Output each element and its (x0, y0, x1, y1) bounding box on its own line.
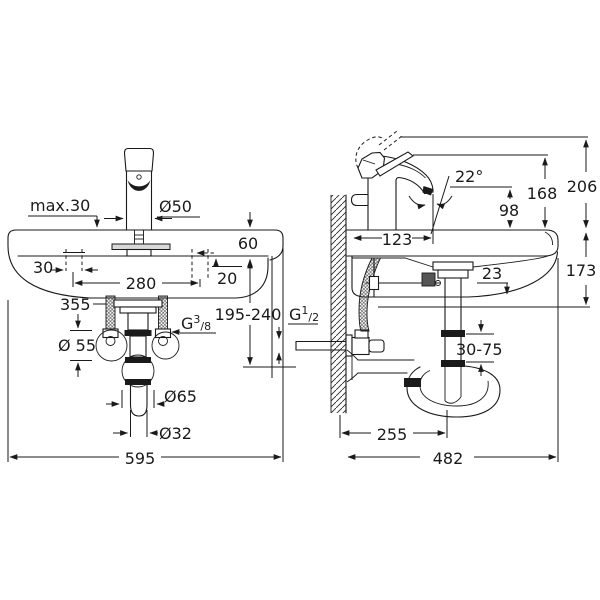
dim-spout-reach: 123 (382, 230, 413, 249)
dim-overall-depth: 482 (433, 449, 464, 468)
dim-outlet-pipe-diameter: Ø32 (159, 424, 192, 443)
dim-escutcheon-diameter: Ø 55 (58, 336, 96, 355)
trap-ring (121, 354, 155, 388)
supply-hoses-front (95, 295, 180, 362)
dim-overall-height: 206 (567, 177, 598, 196)
dim-trap-adjust-range: 30-75 (456, 340, 503, 359)
dim-deck-height: 60 (238, 234, 258, 253)
popup-rod (365, 257, 441, 298)
spout-mouth (127, 180, 151, 191)
dim-spout-angle: 22° (455, 167, 483, 186)
dim-wall-supply-thread: G1/2 (289, 304, 319, 324)
dim-basin-depth: 173 (566, 261, 597, 280)
aerator-tip (422, 186, 433, 196)
basin-front-outline (7, 229, 284, 247)
dim-rim-thickness: 23 (482, 264, 502, 283)
faucet-front (123, 147, 155, 231)
mounting-flange (111, 243, 171, 250)
dim-base-diameter: Ø50 (159, 197, 192, 216)
wall-section (330, 194, 347, 414)
drain-trap-side (346, 261, 501, 418)
faucet-lever-cap (123, 147, 155, 172)
side-view: 22° 206 168 98 173 123 23 (276, 130, 598, 468)
rod-clamp-nut (421, 272, 436, 287)
dim-trap-nut-diameter: Ø65 (164, 387, 197, 406)
faucet-side (350, 130, 434, 231)
front-view: max.30 Ø50 60 30 280 20 (7, 147, 296, 468)
drain-front (113, 299, 163, 417)
dim-hole-inset: 20 (217, 269, 237, 288)
hose-nut-left (102, 328, 119, 339)
side-dimensions: 22° 206 168 98 173 123 23 (276, 136, 598, 468)
mounting-nut (126, 248, 152, 257)
dim-supply-height-range: 195-240 (215, 305, 282, 324)
dim-hole-spacing: 280 (126, 274, 157, 293)
dim-max-deck-thickness: max.30 (30, 196, 90, 215)
mounting-holes (63, 249, 214, 278)
dim-lever-height: 168 (527, 184, 558, 203)
lever-raised-dashed (355, 130, 403, 169)
escutcheon-circle-left (95, 329, 128, 362)
front-dimensions: max.30 Ø50 60 30 280 20 (7, 196, 296, 468)
outlet-pipe (129, 384, 148, 417)
dim-trap-offset: 255 (377, 425, 408, 444)
supply-hose-side (358, 257, 382, 332)
mounting-shank (111, 229, 171, 257)
lever-screw-dot (136, 174, 142, 180)
popup-knob-tab (350, 193, 369, 207)
dim-supply-thread: G3/8 (181, 313, 211, 333)
dim-hose-length: 355 (60, 295, 91, 314)
basin-side-profile (346, 229, 559, 298)
valve-handle (368, 339, 385, 353)
dim-overall-width: 595 (125, 449, 156, 468)
dim-hole-offset: 30 (33, 258, 53, 277)
escutcheon-circle-right (151, 331, 180, 360)
dim-spout-height: 98 (499, 201, 519, 220)
